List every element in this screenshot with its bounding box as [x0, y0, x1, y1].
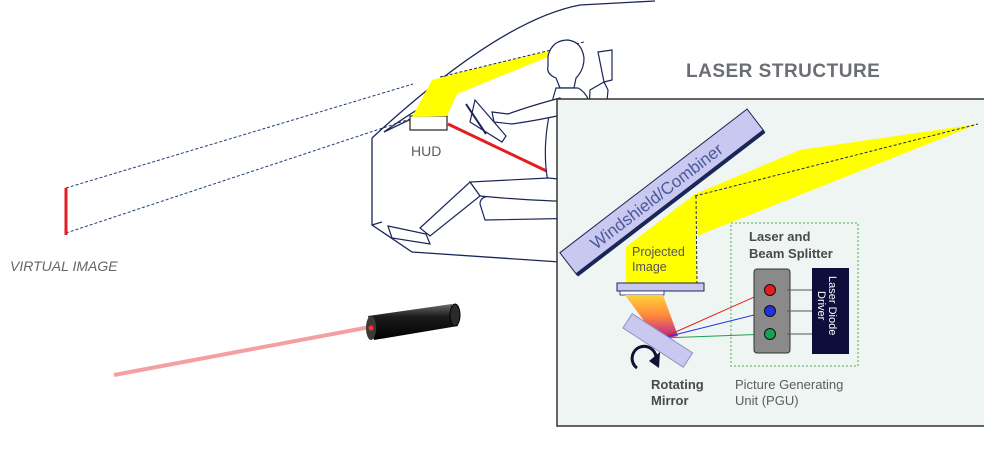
pgu-label-1: Picture Generating: [735, 377, 843, 392]
rotating-mirror-label-1: Rotating: [651, 377, 704, 392]
projection-screen: [616, 282, 705, 292]
laser-splitter-label-2: Beam Splitter: [749, 246, 833, 261]
projection-base: [619, 290, 665, 296]
diode-green: [764, 328, 776, 340]
virtual-image-projection-bottom: [65, 117, 414, 234]
ray-green: [661, 333, 771, 339]
laser-splitter-label-1: Laser and: [749, 229, 810, 244]
projected-image-beam: [626, 194, 697, 284]
virtual-image-label: VIRTUAL IMAGE: [10, 258, 118, 274]
combiner-beam: [695, 124, 978, 236]
laser-diode-driver: [812, 268, 849, 354]
hud-label: HUD: [411, 143, 441, 159]
rotation-arrow-icon: [630, 344, 660, 370]
pgu-box: [730, 222, 859, 367]
car-hud-beam: [412, 43, 582, 117]
pgu-label-2: Unit (PGU): [735, 393, 799, 408]
pointer-beam: [113, 325, 371, 377]
windshield-combiner: [559, 108, 766, 277]
ray-red: [661, 289, 771, 339]
rotating-mirror: [622, 312, 694, 368]
laser-pointer-icon: [366, 303, 461, 340]
projected-image-label-1: Projected: [632, 245, 685, 259]
steering-wheel: [465, 103, 487, 135]
car-laser-line: [447, 122, 558, 178]
virtual-image-projection-top: [65, 83, 414, 189]
combiner-beam-dash: [694, 123, 979, 197]
diode-red: [764, 284, 776, 296]
driver-label-1: Laser Diode: [826, 276, 838, 335]
ray-blue: [661, 310, 771, 339]
diode-blue: [764, 305, 776, 317]
diagram-title: LASER STRUCTURE: [686, 61, 880, 82]
hud-housing: [409, 115, 448, 131]
projected-image-label-2: Image: [632, 260, 667, 274]
laser-color-cone: [625, 295, 678, 340]
rotating-mirror-label-2: Mirror: [651, 393, 689, 408]
driver-label-2: Driver: [815, 291, 827, 321]
